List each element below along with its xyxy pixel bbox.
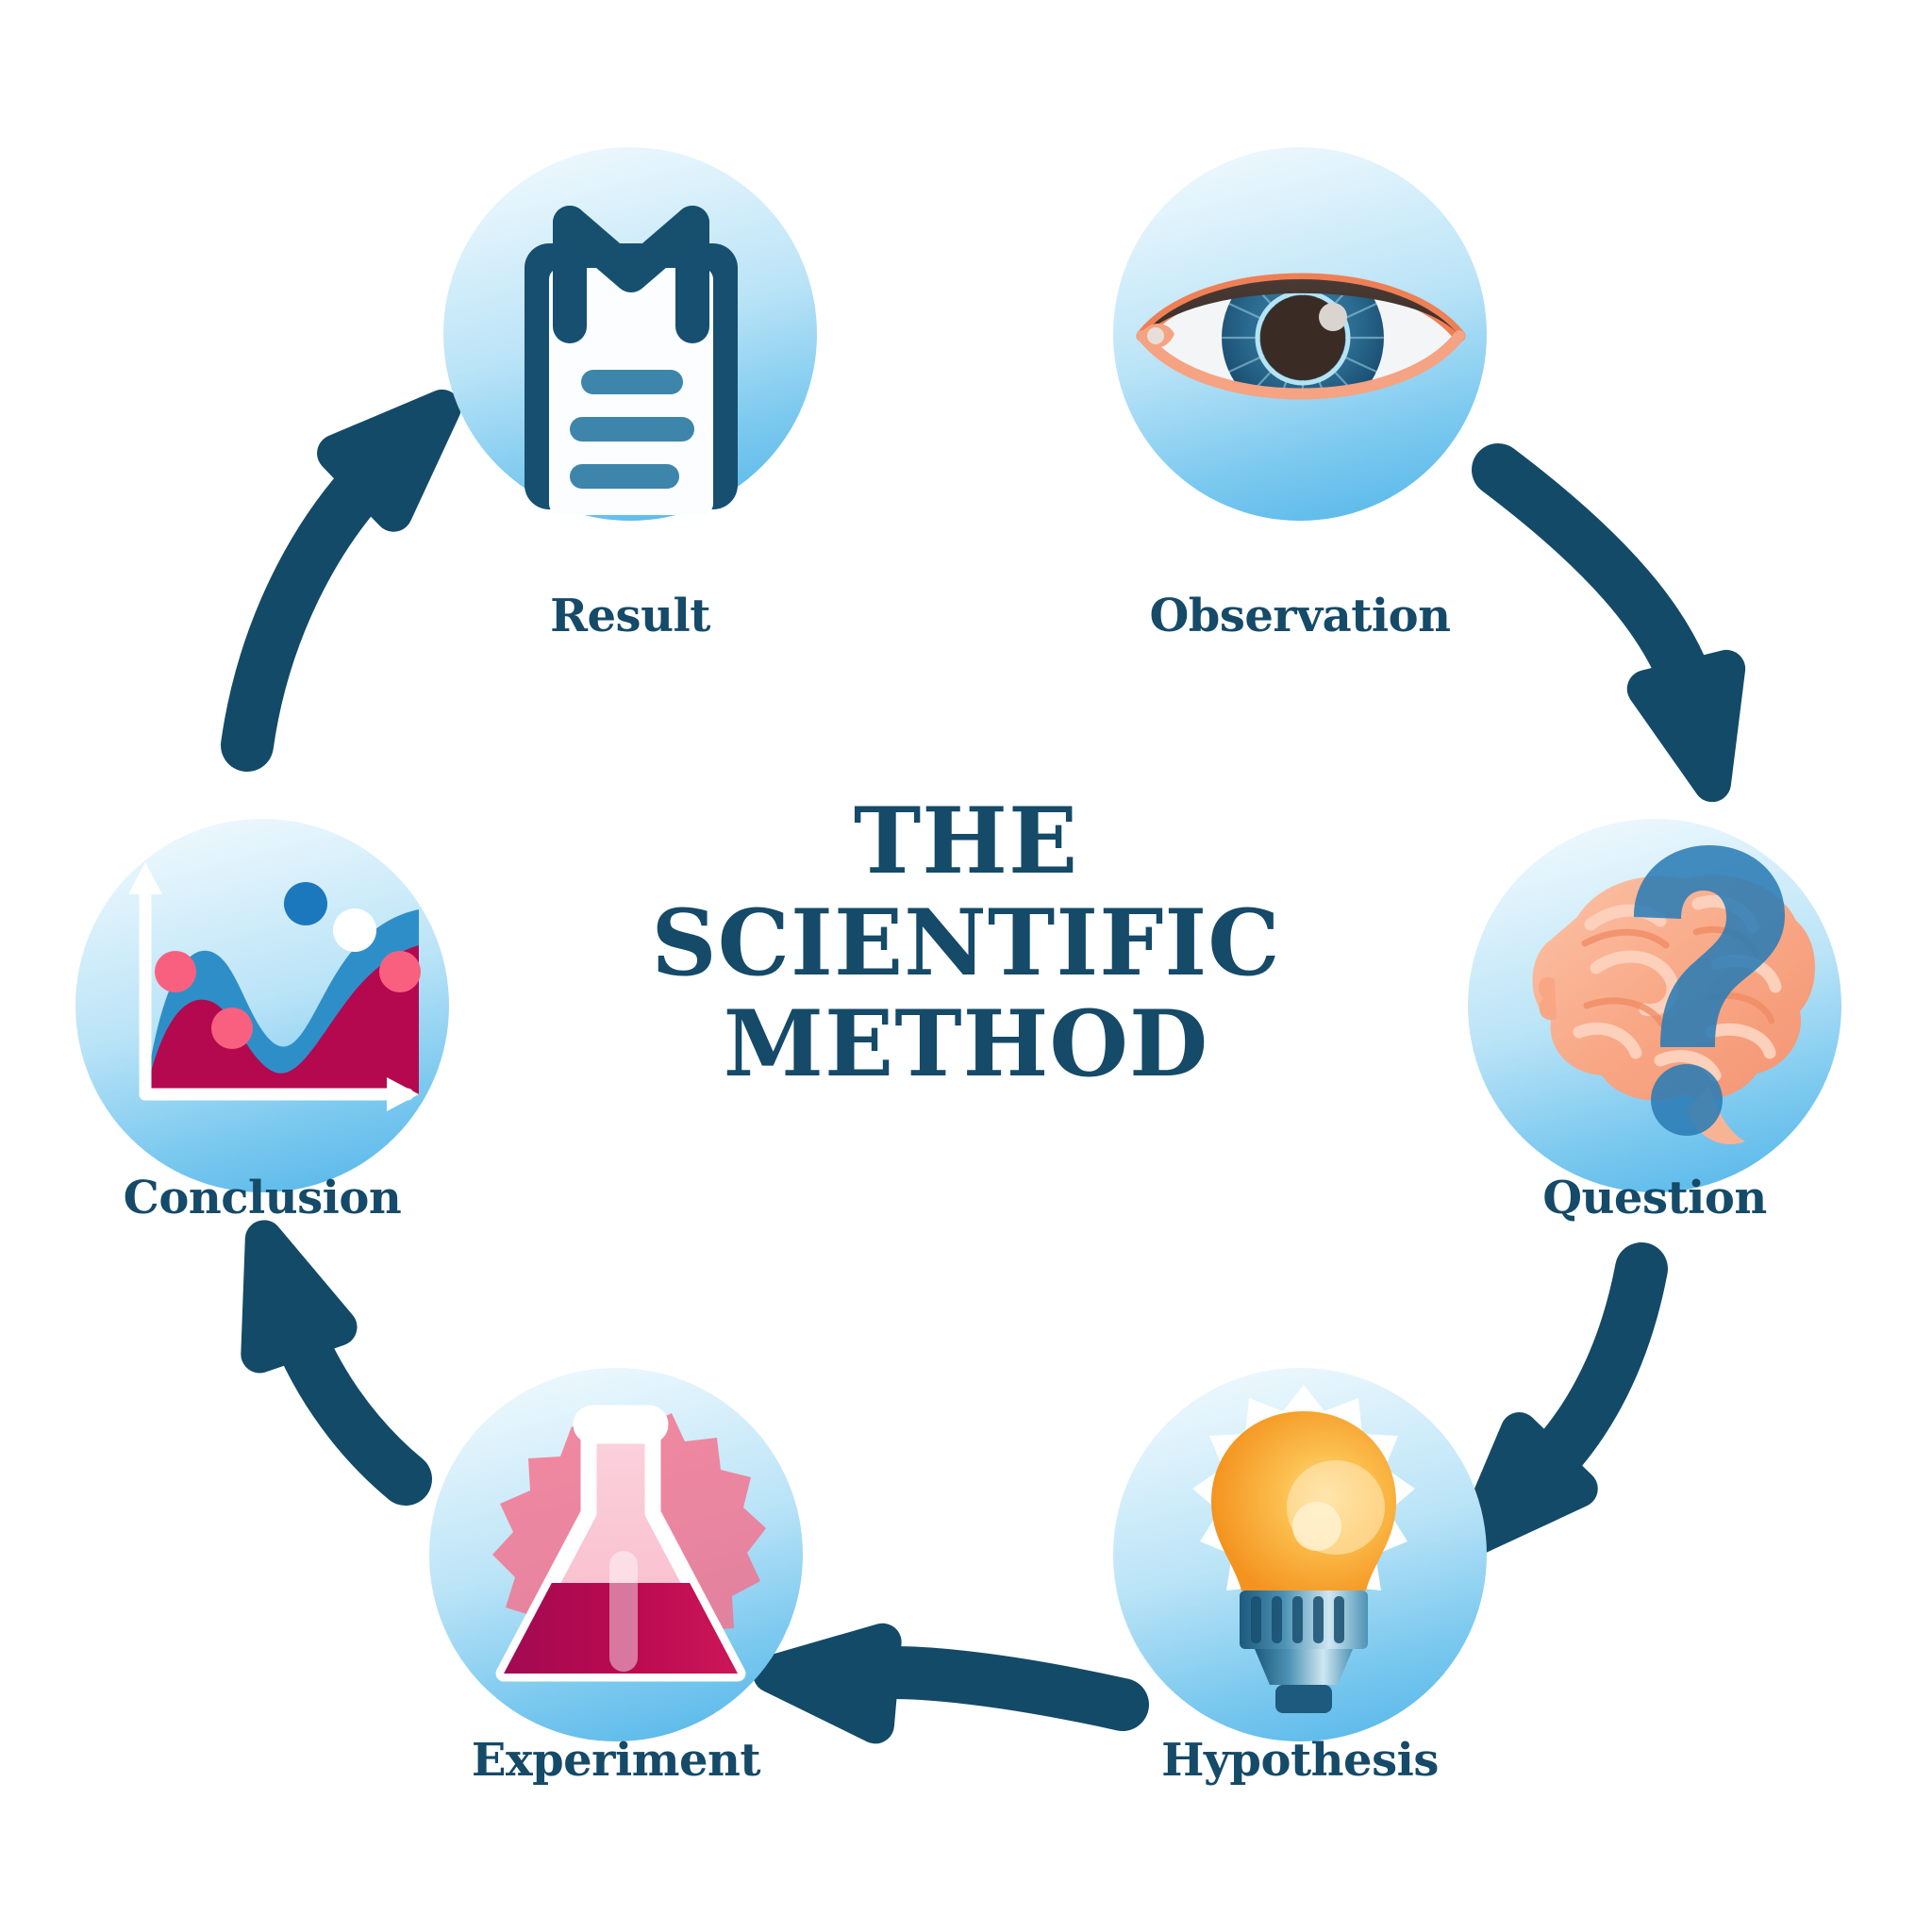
label-question: Question [1542,1172,1767,1224]
question-mark-glyph [1634,845,1785,1136]
arrow-conclusion-to-result [221,378,471,772]
arrow-experiment-to-conclusion [225,1225,432,1506]
chart-icon [128,862,421,1111]
flask-icon [492,1405,766,1682]
label-conclusion: Conclusion [123,1172,402,1224]
label-observation: Observation [1149,590,1451,642]
arrow-observation-to-question [1472,443,1753,793]
label-hypothesis: Hypothesis [1161,1734,1439,1787]
chart-point-blue [284,882,327,925]
brain-question-icon [1532,845,1816,1144]
label-experiment: Experiment [471,1734,761,1787]
chart-point-pink-2 [211,1008,253,1049]
eye-icon [1136,273,1466,400]
title-line-3: METHOD [723,991,1209,1098]
title-line-2: SCIENTIFIC [651,889,1281,996]
chart-point-pink-3 [379,951,421,992]
label-result: Result [550,590,710,642]
lightbulb-icon [1192,1385,1415,1713]
arrow-question-to-hypothesis [1444,1242,1668,1566]
clipboard-icon [525,206,738,515]
page-title: THE SCIENTIFIC METHOD [589,791,1343,1095]
arrow-hypothesis-to-experiment [768,1633,1149,1725]
chart-point-pink-1 [155,951,196,992]
title-line-1: THE [853,788,1079,894]
chart-point-white [333,908,376,952]
